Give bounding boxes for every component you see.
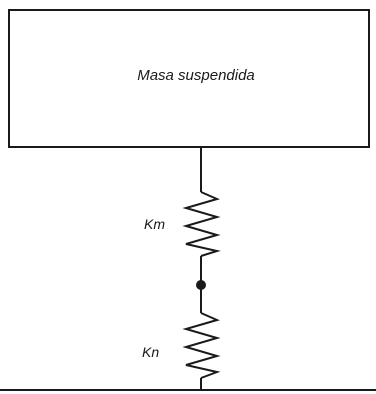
mass-label: Masa suspendida	[137, 67, 255, 84]
lower-spring	[182, 312, 221, 379]
lower-spring-label: Kn	[142, 344, 159, 360]
upper-spring	[182, 191, 221, 257]
upper-spring-label: Km	[144, 216, 165, 232]
suspended-mass-box	[8, 9, 370, 148]
junction-node	[196, 280, 206, 290]
